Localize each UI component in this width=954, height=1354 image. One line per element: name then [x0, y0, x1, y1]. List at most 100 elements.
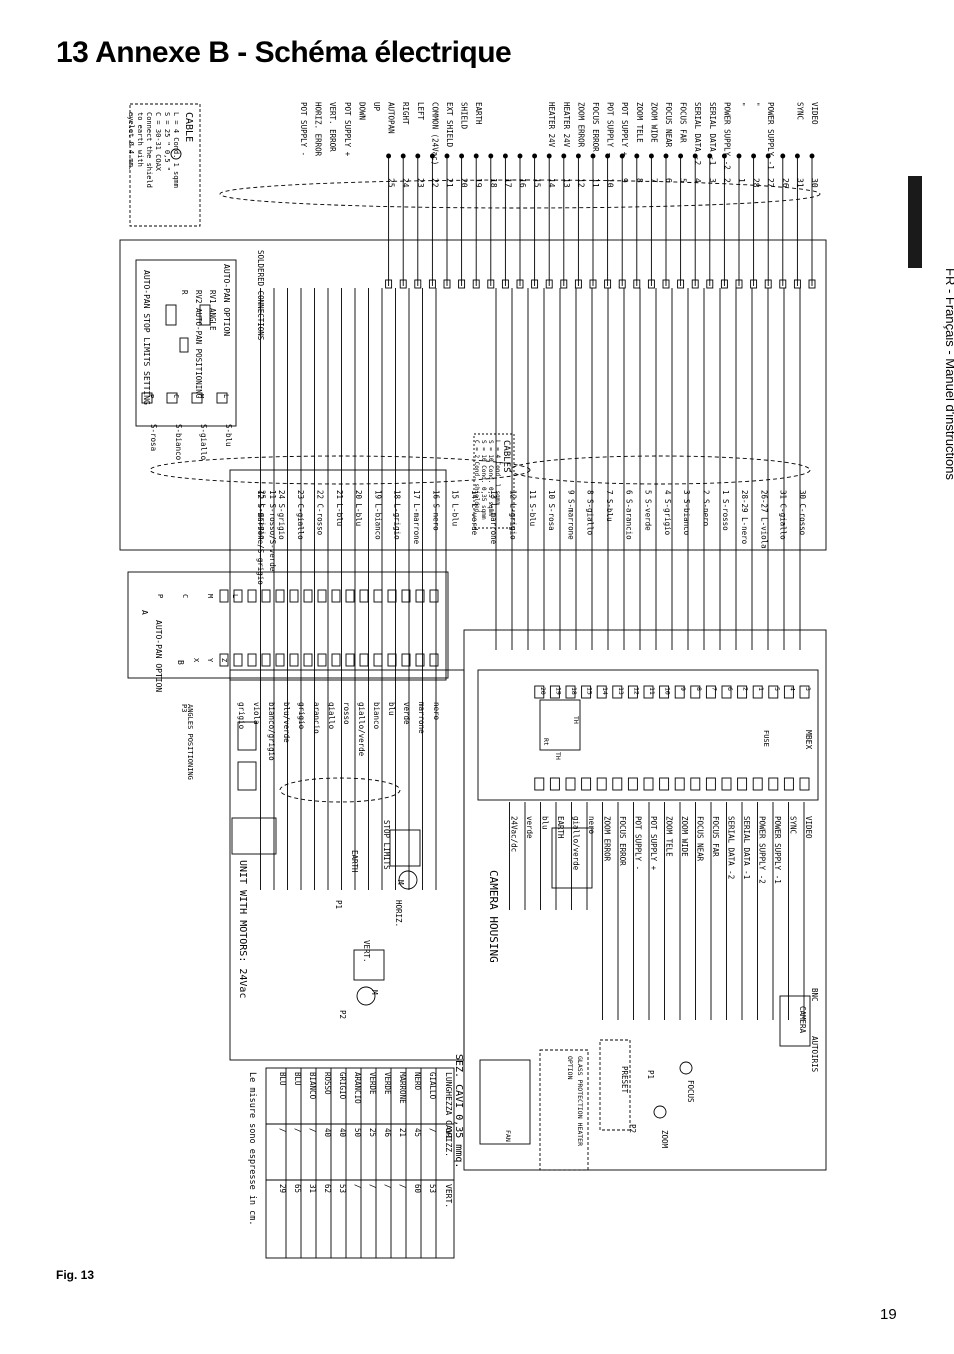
camera-signal-label: blu	[541, 816, 550, 830]
camera-component-label: PRESET	[620, 1066, 629, 1094]
connector-b-terminal	[303, 653, 313, 667]
potentiometer-rv1	[199, 304, 211, 326]
solder-terminal	[677, 279, 685, 289]
wire-node	[634, 153, 640, 159]
motor-wire-color: giallo	[327, 702, 336, 730]
heater-block	[551, 827, 593, 889]
cable-spec-line: to earth with	[136, 112, 144, 167]
motor-unit-label: P2	[338, 1010, 347, 1019]
terminal-number: 9	[620, 178, 629, 183]
terminal-number: 4	[693, 178, 702, 183]
camera-terminal	[581, 685, 592, 699]
solder-terminal	[545, 279, 553, 289]
cables-spec-line: S = 10 Cond. 0,5 sqmm	[487, 440, 494, 516]
motor-unit-label: M	[396, 880, 405, 885]
signal-label: VIDEO	[810, 102, 819, 125]
terminal-letter: P	[156, 594, 164, 598]
signal-label: SYNC	[795, 102, 804, 120]
connector-b-terminal	[275, 589, 285, 603]
wire-node	[751, 153, 757, 159]
connector-b-terminal	[415, 589, 425, 603]
thermal-switch	[237, 721, 257, 751]
positioning-label: ANGLES POSITIONING	[186, 704, 194, 780]
solder-connections-label: SOLDERED CONNECTIONS	[256, 250, 265, 341]
camera-terminal	[783, 777, 794, 791]
camera-terminal	[643, 777, 654, 791]
solder-terminal	[779, 279, 787, 289]
camera-signal-label: FOCUS FAR	[711, 816, 720, 857]
wire-node	[707, 153, 713, 159]
camera-terminal	[596, 777, 607, 791]
wire-node	[459, 153, 465, 159]
signal-label: FOCUS NEAR	[664, 102, 673, 148]
camera-terminal	[705, 777, 716, 791]
fan-assembly	[479, 1059, 531, 1145]
connector-b-terminal	[219, 653, 229, 667]
autopan-title: AUTO-PAN OPTION	[222, 264, 231, 336]
solder-terminal	[589, 279, 597, 289]
motor-unit-label: HORIZ.	[394, 900, 403, 927]
solder-terminal	[531, 279, 539, 289]
terminal-letter: C	[181, 594, 189, 598]
camera-terminal-number: 5	[773, 687, 781, 691]
mid-wire-label: 3 S-bianco	[682, 490, 691, 536]
mid-wire-label: 19 L-bianco	[373, 490, 382, 540]
camera-terminal-number: 7	[710, 687, 718, 691]
connector-b-terminal	[345, 653, 355, 667]
camera-signal-label: ZOOM WIDE	[680, 816, 689, 857]
connector-b-terminal	[387, 589, 397, 603]
solder-terminal	[808, 279, 816, 289]
camera-component-label: P1	[646, 1070, 655, 1079]
mid-wire-label: 5 S-verde	[644, 490, 653, 531]
table-column-header: ORIZZ.	[444, 1128, 453, 1157]
connector-b-terminal	[373, 653, 383, 667]
wire-node	[517, 153, 523, 159]
table-cell: /	[353, 1184, 362, 1189]
terminal-number: 21	[445, 178, 454, 188]
thermal-block	[539, 699, 581, 751]
motor-wire-color: grigio	[237, 702, 246, 730]
connector-b-terminal	[289, 589, 299, 603]
camera-terminal-number: 20	[539, 687, 547, 695]
solder-terminal	[633, 279, 641, 289]
camera-component-label: AUTOIRIS	[810, 1036, 819, 1073]
thermal-switch	[237, 761, 257, 791]
camera-terminal-number: 19	[554, 687, 562, 695]
camera-signal-label: verde	[525, 816, 534, 839]
camera-extra-label: Rt	[542, 738, 550, 746]
motor-wire-color: bianco/grigio	[267, 702, 276, 761]
motor-wire-color: verde	[402, 702, 411, 725]
signal-label: ZOOM WIDE	[649, 102, 658, 143]
mid-wire-label: 12 L-grigio	[509, 490, 518, 540]
table-cell: /	[278, 1128, 287, 1133]
table-cell: 21	[398, 1128, 407, 1137]
signal-label: SHIELD	[460, 102, 469, 130]
wire-node	[794, 153, 800, 159]
connector-b-terminal	[219, 589, 229, 603]
vertical-motor	[356, 986, 376, 1006]
camera-signal-label: VIDEO	[804, 816, 813, 839]
solder-terminal	[750, 279, 758, 289]
camera-component-label: CAMERA	[798, 1006, 807, 1034]
terminal-letter: Y	[206, 658, 214, 663]
autopan-terminal	[191, 392, 203, 404]
camera-terminal	[612, 777, 623, 791]
table-cell: BIANCO	[308, 1072, 317, 1100]
table-cell: /	[308, 1128, 317, 1133]
connector-b-terminal	[261, 653, 271, 667]
autopan-wire-color: S-bianco	[174, 424, 183, 461]
solder-terminal	[472, 279, 480, 289]
mid-wire-label: 15 L-blu	[451, 490, 460, 526]
positioning-label: P3	[180, 704, 188, 712]
wire-node	[692, 153, 698, 159]
table-cell: 50	[353, 1128, 362, 1138]
camera-terminal-number: 2	[742, 687, 750, 691]
solder-terminal	[662, 279, 670, 289]
table-cell: /	[428, 1128, 437, 1133]
camera-terminal	[799, 777, 810, 791]
middle-connector-frame	[229, 469, 447, 681]
wire-node	[736, 153, 742, 159]
camera-terminal	[690, 777, 701, 791]
